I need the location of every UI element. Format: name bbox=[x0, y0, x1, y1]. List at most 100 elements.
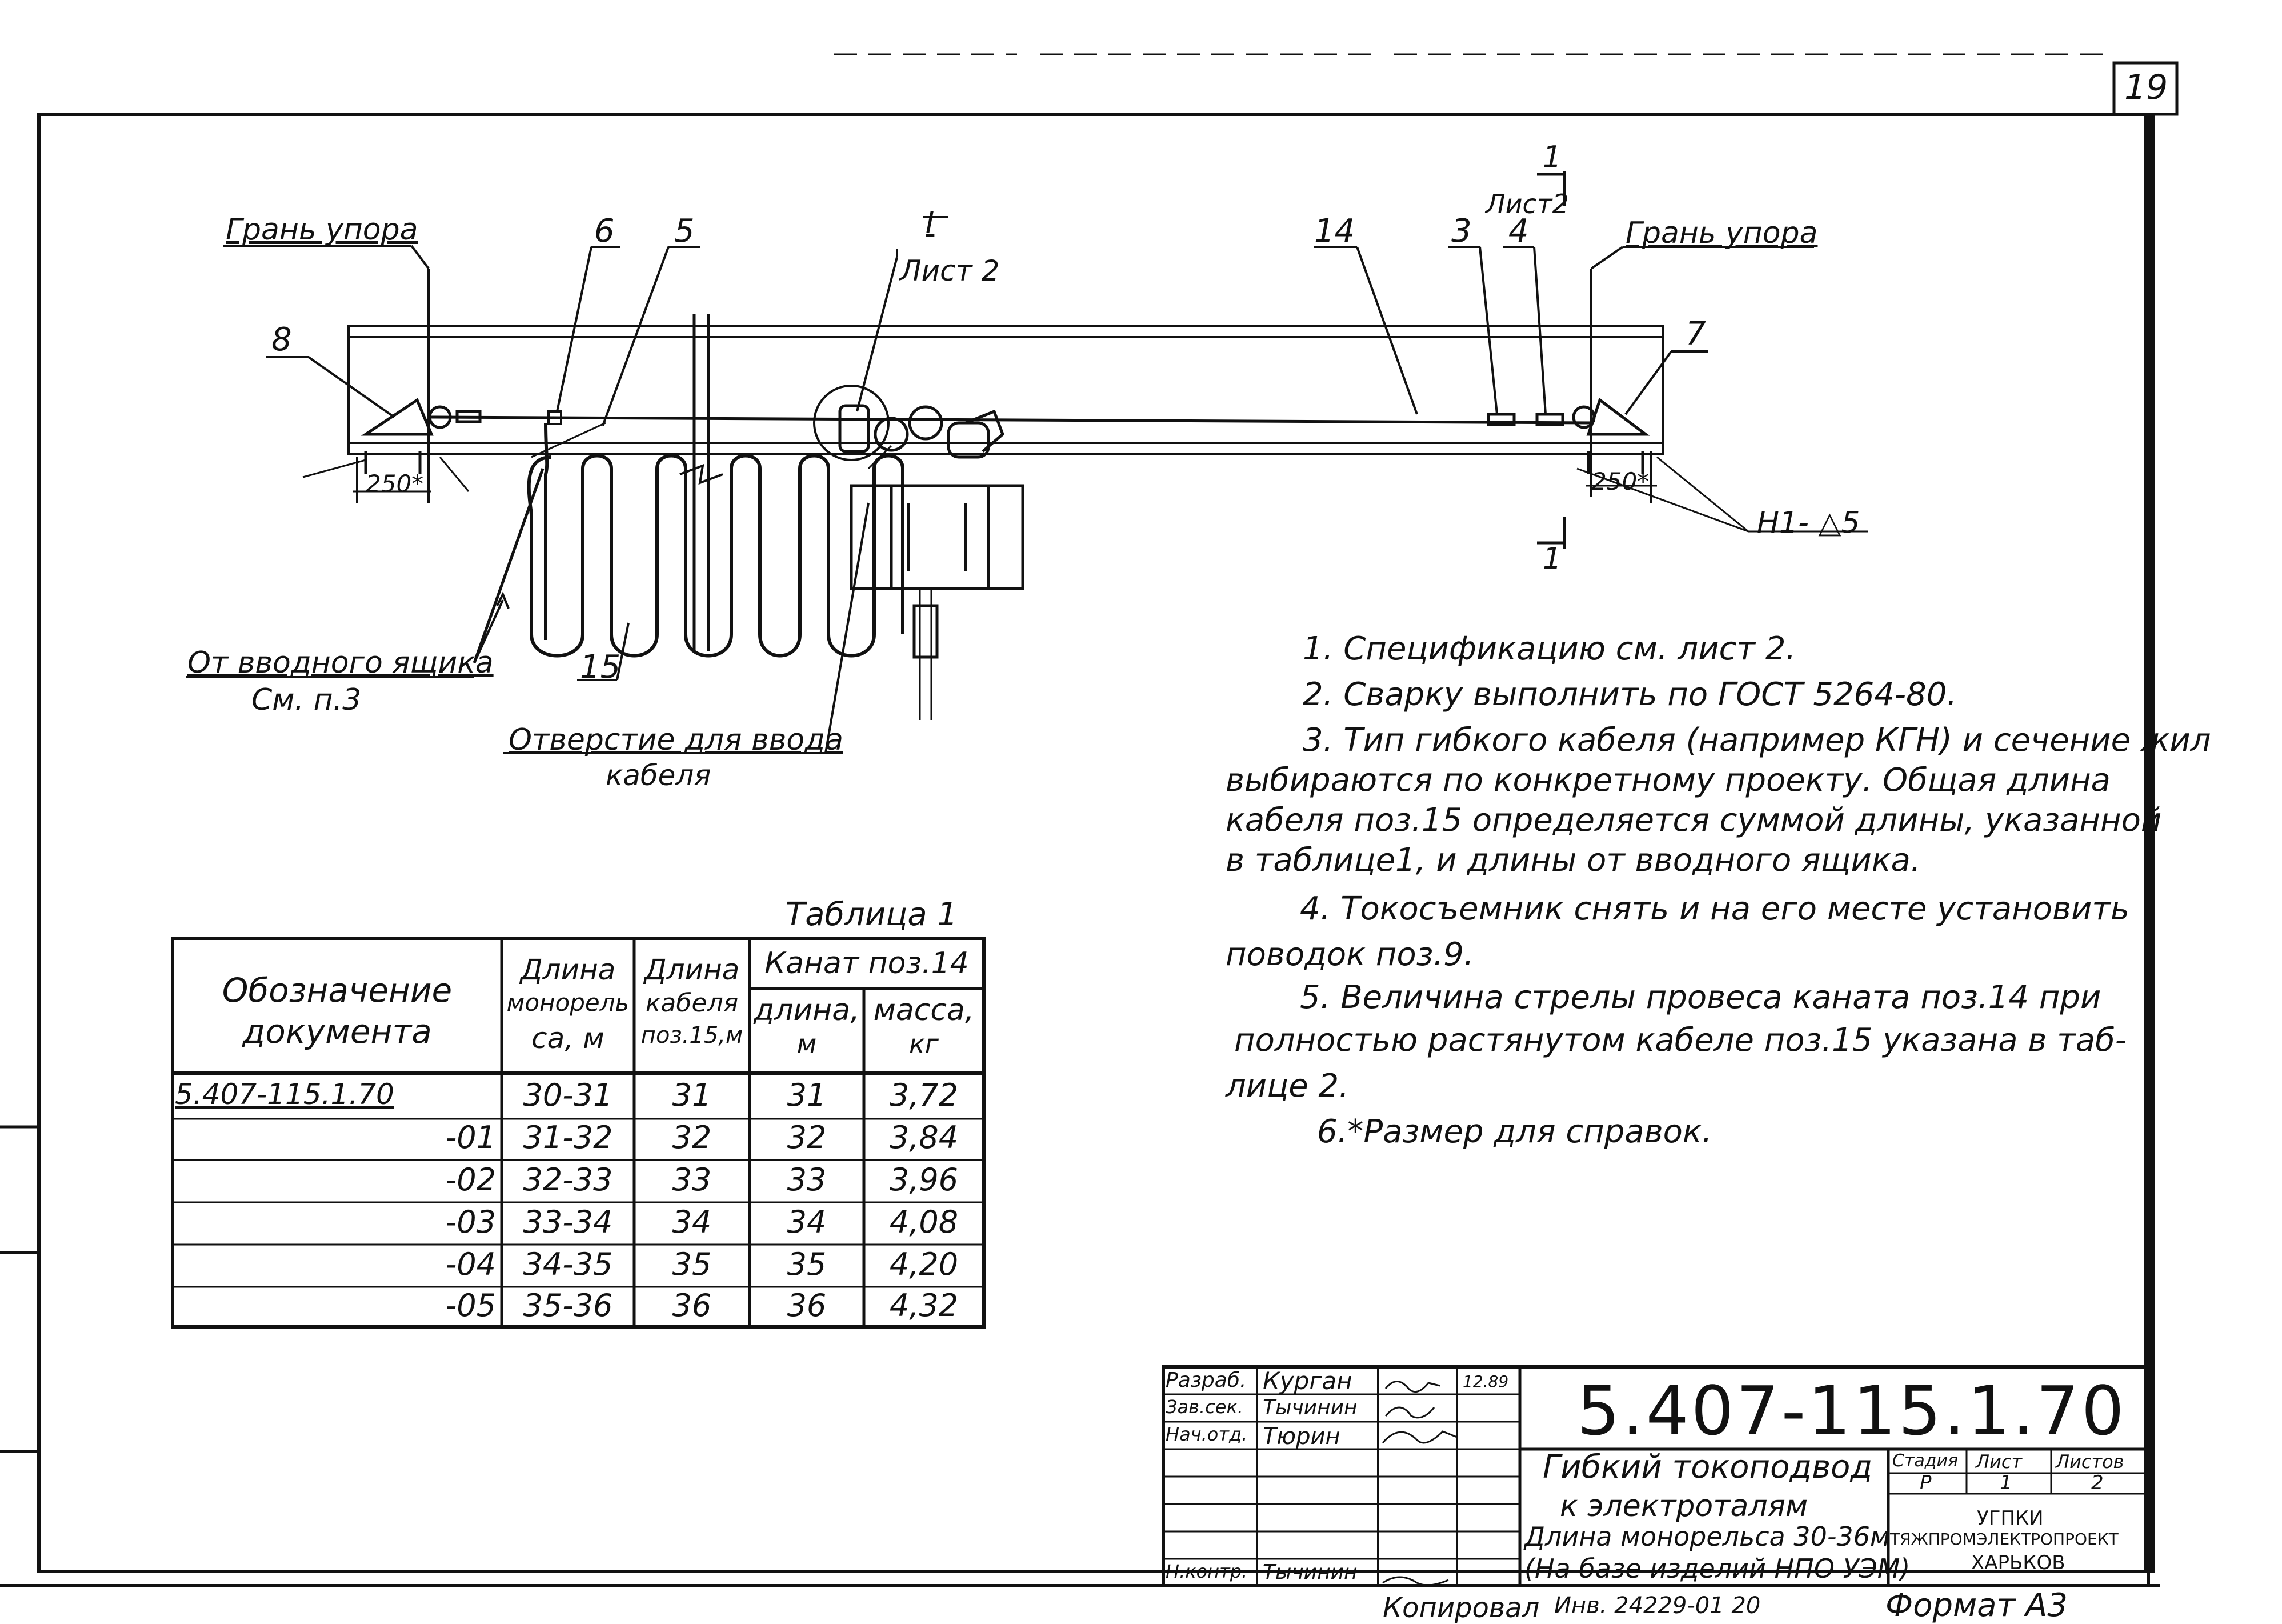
table-row-2-rope-length: 33 bbox=[787, 1162, 827, 1198]
table-row-3-cable: 34 bbox=[672, 1204, 712, 1240]
table-row-3-rope-mass: 4,08 bbox=[889, 1204, 959, 1240]
note-4: 4. Токосъемник снять и на его месте уста… bbox=[1300, 890, 2129, 927]
callout-detail-i: I bbox=[926, 206, 935, 240]
table-row-2-cable: 33 bbox=[672, 1162, 712, 1198]
tb-sheets: 2 bbox=[2091, 1471, 2104, 1494]
callout-pos-8: 8 bbox=[271, 321, 292, 358]
note-6: 6.*Размер для справок. bbox=[1317, 1113, 1712, 1150]
callout-section-1-bottom: 1 bbox=[1543, 542, 1562, 576]
table-caption: Таблица 1 bbox=[786, 896, 958, 933]
tb-sheets-label: Листов bbox=[2056, 1451, 2124, 1473]
tb-name-1: Тычинин bbox=[1263, 1396, 1358, 1419]
tb-org-line3: ХАРЬКОВ bbox=[1971, 1551, 2065, 1574]
table-row-0-designation: 5.407-115.1.70 bbox=[175, 1078, 394, 1111]
table-row-4-cable: 35 bbox=[672, 1246, 712, 1282]
dim-left-250: 250* bbox=[366, 470, 424, 498]
header-designation-line1: Обозначение bbox=[222, 971, 453, 1010]
table-row-3-designation: -03 bbox=[445, 1204, 496, 1240]
header-rope-mass-line2: кг bbox=[909, 1029, 939, 1059]
tb-title-line1: Гибкий токоподвод bbox=[1543, 1449, 1873, 1486]
right-end-stop bbox=[1487, 269, 1868, 533]
note-3-cont-c: в таблице1, и длины от вводного ящика. bbox=[1226, 842, 1921, 879]
table-row-0-cable: 31 bbox=[672, 1077, 712, 1113]
tb-title-line2: к электроталям bbox=[1560, 1489, 1808, 1523]
callout-from-box-ref: См. п.3 bbox=[251, 683, 362, 717]
callout-hole-cable: кабеля bbox=[606, 759, 711, 792]
leader-lines bbox=[186, 216, 1814, 754]
table-row-5-monorail: 35-36 bbox=[523, 1287, 613, 1323]
note-3-cont-b: кабеля поз.15 определяется суммой длины,… bbox=[1226, 802, 2162, 839]
table-row-2-monorail: 32-33 bbox=[523, 1162, 613, 1198]
callout-pos-3: 3 bbox=[1451, 213, 1472, 250]
callout-face-right: Грань упора bbox=[1626, 216, 1818, 250]
callout-pos-6: 6 bbox=[594, 213, 615, 250]
tb-title-line3: Длина монорельса 30-36м bbox=[1524, 1521, 1890, 1552]
callout-section-sheet: Лист2 bbox=[1486, 189, 1569, 219]
note-3: 3. Тип гибкого кабеля (например КГН) и с… bbox=[1303, 722, 2211, 759]
header-monorail-line1: Длина bbox=[520, 953, 616, 986]
callout-from-box: От вводного ящика bbox=[187, 646, 494, 680]
table-row-2-designation: -02 bbox=[445, 1162, 496, 1198]
note-5: 5. Величина стрелы провеса каната поз.14… bbox=[1300, 979, 2101, 1016]
header-cable-line1: Длина bbox=[644, 953, 740, 986]
table-row-1-monorail: 31-32 bbox=[523, 1119, 613, 1155]
header-monorail-line3: са, м bbox=[531, 1022, 604, 1055]
table-row-4-rope-mass: 4,20 bbox=[889, 1246, 959, 1282]
tb-name-7: Тычинин bbox=[1263, 1561, 1358, 1584]
note-4-cont: поводок поз.9. bbox=[1226, 936, 1474, 973]
header-designation-line2: документа bbox=[242, 1012, 432, 1051]
note-1: 1. Спецификацию см. лист 2. bbox=[1303, 630, 1796, 667]
table-1: Обозначение документа Длина монорель са,… bbox=[173, 938, 984, 1327]
note-3-cont-a: выбираются по конкретному проекту. Общая… bbox=[1226, 762, 2111, 799]
table-row-5-rope-length: 36 bbox=[787, 1287, 827, 1323]
header-rope-group: Канат поз.14 bbox=[764, 946, 969, 981]
footer-copied: Копировал bbox=[1383, 1592, 1540, 1624]
callout-hole: Отверстие для ввода bbox=[509, 723, 843, 757]
header-rope-length-line2: м bbox=[796, 1029, 817, 1059]
note-5-cont-b: лице 2. bbox=[1226, 1067, 1349, 1105]
table-1-grid bbox=[171, 937, 986, 1329]
table-row-3-monorail: 33-34 bbox=[523, 1204, 613, 1240]
callout-face-left: Грань упора bbox=[226, 213, 418, 247]
table-row-4-rope-length: 35 bbox=[787, 1246, 827, 1282]
header-cable-line2: кабеля bbox=[645, 989, 739, 1018]
callout-pos-4: 4 bbox=[1508, 213, 1529, 250]
note-2: 2. Сварку выполнить по ГОСТ 5264-80. bbox=[1303, 676, 1957, 713]
table-row-3-rope-length: 34 bbox=[787, 1204, 827, 1240]
tb-name-2: Тюрин bbox=[1263, 1423, 1340, 1450]
tb-doc-code: 5.407-115.1.70 bbox=[1577, 1371, 2127, 1450]
tb-sheet-label: Лист bbox=[1976, 1451, 2023, 1473]
table-row-2-rope-mass: 3,96 bbox=[889, 1162, 959, 1198]
table-row-1-rope-length: 32 bbox=[787, 1119, 827, 1155]
table-row-0-rope-length: 31 bbox=[787, 1077, 827, 1113]
tb-org-line1: УГПКИ bbox=[1977, 1507, 2044, 1530]
sheet-number: 19 bbox=[2124, 67, 2168, 107]
footer-inventory: Инв. 24229-01 20 bbox=[1554, 1593, 1761, 1619]
table-row-4-monorail: 34-35 bbox=[523, 1246, 613, 1282]
section-mark bbox=[1537, 171, 1566, 549]
table-row-0-rope-mass: 3,72 bbox=[889, 1077, 959, 1113]
note-5-cont-a: полностью растянутом кабеле поз.15 указа… bbox=[1234, 1022, 2127, 1059]
tb-date: 12.89 bbox=[1463, 1372, 1509, 1391]
callout-pos-7: 7 bbox=[1686, 315, 1706, 353]
callout-pos-14: 14 bbox=[1314, 213, 1355, 250]
tb-stage: Р bbox=[1920, 1471, 1932, 1494]
tb-title-line4: (На базе изделий НПО УЭМ) bbox=[1524, 1553, 1911, 1584]
header-rope-mass-line1: масса, bbox=[873, 993, 975, 1027]
dim-right-250: 250* bbox=[1591, 467, 1650, 495]
cable-festoon bbox=[473, 314, 904, 663]
table-row-4-designation: -04 bbox=[445, 1246, 496, 1282]
callout-detail-i-sheet: Лист 2 bbox=[900, 254, 1000, 287]
tb-role-1: Зав.сек. bbox=[1166, 1396, 1243, 1418]
tb-role-7: Н.контр. bbox=[1166, 1561, 1248, 1582]
callout-pos-5: 5 bbox=[674, 213, 695, 250]
tb-name-0: Курган bbox=[1263, 1367, 1352, 1395]
tb-stage-label: Стадия bbox=[1892, 1451, 1959, 1471]
table-row-5-designation: -05 bbox=[445, 1287, 496, 1323]
table-row-0-monorail: 30-31 bbox=[523, 1077, 613, 1113]
table-row-1-rope-mass: 3,84 bbox=[889, 1119, 959, 1155]
tb-role-0: Разраб. bbox=[1166, 1369, 1247, 1392]
header-rope-length-line1: длина, bbox=[754, 993, 860, 1027]
tb-sheet: 1 bbox=[2000, 1471, 2012, 1494]
